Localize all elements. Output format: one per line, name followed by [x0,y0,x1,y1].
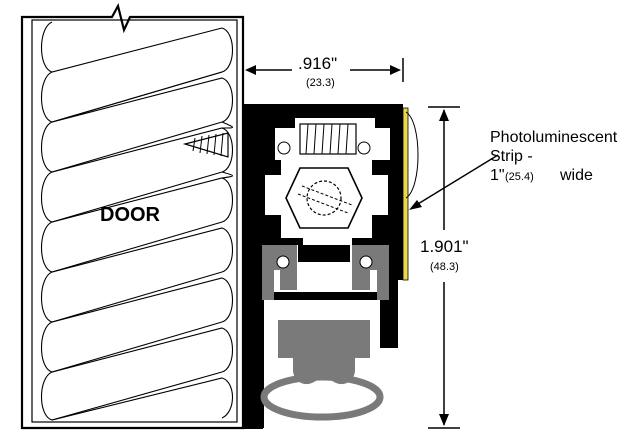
callout-line1: Photoluminescent [490,129,618,146]
photoluminescent-strip [402,107,419,281]
hex-nut [285,167,363,229]
callout-arrow [409,200,422,210]
callout-leader [412,154,499,208]
screw-head-threads [305,123,349,155]
width-dimension: .916" (23.3) [245,54,404,89]
callout-line3-suffix: wide [559,167,593,184]
sweep-gasket [278,320,370,385]
door: DOOR [20,2,245,430]
height-dimension: 1.901" (48.3) [420,106,469,429]
height-arrow-bottom [439,414,449,426]
callout-line3-inches: 1" [490,167,505,184]
screw-threads [192,132,224,157]
screw-washer-right [357,141,371,155]
door-outline [20,2,245,430]
retainer-hole-right [359,255,373,269]
height-dim-inches: 1.901" [420,237,469,256]
bulb-seal [260,373,384,421]
strip-lens [405,111,419,199]
callout-line3-mm: (25.4) [505,171,534,183]
strip-callout: Photoluminescent Strip - 1" (25.4) wide [409,129,618,210]
width-arrow-right [390,65,401,75]
screw-washer-left [277,141,291,155]
width-dim-mm: (23.3) [306,77,335,89]
sweep-profile [243,104,403,429]
width-dim-inches: .916" [298,54,337,73]
door-label: DOOR [100,204,161,226]
gasket-retainer [262,245,389,300]
profile-bottom-frame [262,300,382,428]
strip-body [402,107,409,281]
height-dim-mm: (48.3) [430,261,459,273]
width-arrow-left [245,65,256,75]
screw-shank [182,132,229,158]
nut-bore [306,180,342,216]
door-inner-boundary [31,19,238,423]
insulation-pattern [41,21,234,421]
insulation-pattern-cross [51,71,223,421]
height-arrow-top [439,109,449,121]
retainer-hole-left [276,255,290,269]
callout-line2: Strip - [490,148,533,165]
nut-screw-dashed [297,185,353,214]
